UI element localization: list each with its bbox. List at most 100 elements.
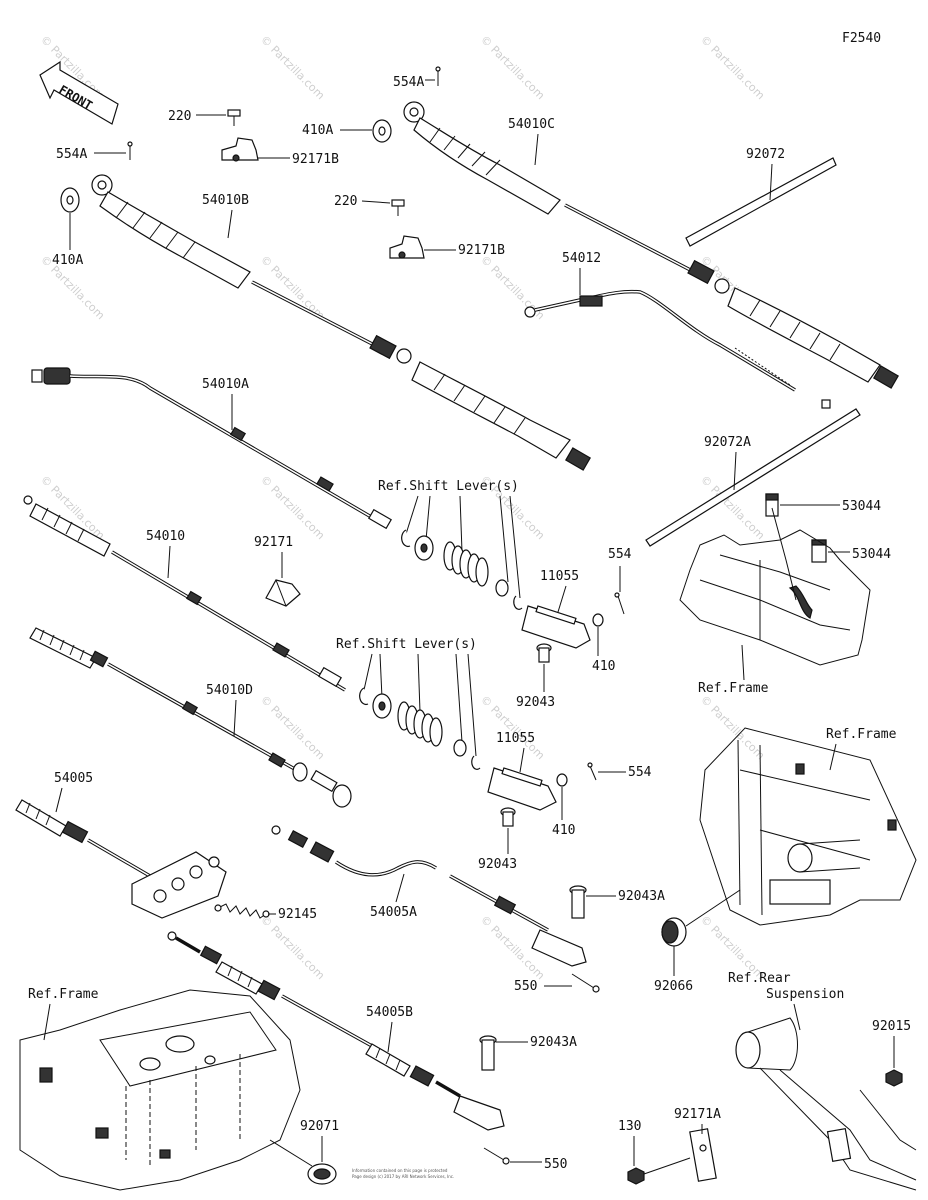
ref-shift-lever-label: Ref.Shift Lever(s) (378, 479, 519, 494)
ref-rear-label-2: Suspension (766, 987, 844, 1002)
cotter-pin-554a-left[interactable] (127, 141, 133, 160)
cap-92066[interactable] (661, 917, 687, 947)
copyright-line-1: Information contained on this page is pr… (352, 1168, 448, 1173)
part-label-53044-a: 53044 (842, 499, 881, 514)
cable-tie-92072[interactable] (685, 157, 837, 247)
washer-410-b[interactable] (556, 773, 568, 787)
watermark: © Partzilla.com (478, 253, 547, 322)
part-label-54010: 54010 (146, 529, 185, 544)
pin-92043-b[interactable] (500, 807, 516, 827)
part-label-54010d: 54010D (206, 683, 253, 698)
part-label-92171b-b: 92171B (458, 243, 505, 258)
shift-lever-kit-2[interactable] (359, 687, 481, 770)
pin-92043a-a[interactable] (569, 885, 587, 919)
ref-shift-lever-label-2: Ref.Shift Lever(s) (336, 637, 477, 652)
watermark: © Partzilla.com (698, 33, 767, 102)
part-label-410: 410 (592, 659, 615, 674)
nut-92015[interactable] (885, 1069, 903, 1087)
part-label-54010a: 54010A (202, 377, 249, 392)
ref-frame-label-2: Ref.Frame (826, 727, 897, 742)
part-label-220: 220 (168, 109, 191, 124)
rear-suspension-arm (735, 1017, 917, 1191)
part-label-92043a-a: 92043A (618, 889, 665, 904)
pin-92043-a[interactable] (536, 643, 552, 663)
bracket-92171a[interactable] (689, 1128, 717, 1182)
clamp-92171[interactable] (265, 579, 301, 607)
cable-tie-92072a[interactable] (645, 408, 861, 547)
clip-53044-a[interactable] (765, 493, 779, 517)
cable-54010d[interactable] (29, 627, 352, 808)
cable-54005b[interactable] (167, 931, 505, 1131)
part-label-11055-b: 11055 (496, 731, 535, 746)
bolt-220-b[interactable] (391, 199, 405, 216)
washer-410a[interactable] (372, 119, 392, 143)
part-label-554: 554 (608, 547, 632, 562)
cable-54010[interactable] (23, 495, 346, 692)
part-label-92145: 92145 (278, 907, 317, 922)
watermark: © Partzilla.com (698, 693, 767, 762)
part-label-92072a: 92072A (704, 435, 751, 450)
pin-92043a-b[interactable] (479, 1035, 497, 1071)
part-label-53044-b: 53044 (852, 547, 891, 562)
part-label-410a: 410A (302, 123, 333, 138)
bolt-220[interactable] (227, 109, 241, 126)
part-label-92043-a: 92043 (516, 695, 555, 710)
cable-54005a[interactable] (271, 825, 587, 967)
spring-92145[interactable] (214, 903, 270, 919)
part-label-92171a: 92171A (674, 1107, 721, 1122)
part-label-130: 130 (618, 1119, 641, 1134)
bolt-130[interactable] (627, 1157, 691, 1185)
pin-550-a[interactable] (571, 973, 600, 993)
clamp-92171b-b[interactable] (389, 235, 425, 259)
watermark: © Partzilla.com (258, 913, 327, 982)
part-label-554-b: 554 (628, 765, 652, 780)
part-label-92171: 92171 (254, 535, 293, 550)
cable-54005[interactable] (15, 799, 227, 919)
watermark: © Partzilla.com (258, 253, 327, 322)
cable-54012[interactable] (524, 289, 831, 409)
cable-54010a[interactable] (31, 367, 392, 530)
part-label-92171b: 92171B (292, 152, 339, 167)
pin-550-b[interactable] (483, 1147, 510, 1165)
part-label-11055-a: 11055 (540, 569, 579, 584)
copyright-line-2: Page design (c) 2017 by ARI Network Serv… (352, 1174, 454, 1179)
frame-section-2 (699, 727, 917, 926)
frame-section-3 (19, 989, 301, 1191)
clip-53044-b[interactable] (811, 539, 827, 563)
cable-54010c[interactable] (403, 101, 899, 389)
part-label-92066: 92066 (654, 979, 693, 994)
lever-11055-b[interactable] (487, 767, 557, 811)
part-label-550-a: 550 (514, 979, 537, 994)
cotter-pin-554-b[interactable] (587, 762, 597, 781)
washer-410a-left[interactable] (60, 187, 80, 213)
part-label-92015: 92015 (872, 1019, 911, 1034)
watermark-layer: © Partzilla.com © Partzilla.com © Partzi… (38, 33, 767, 982)
part-label-92043-b: 92043 (478, 857, 517, 872)
part-label-54010b: 54010B (202, 193, 249, 208)
ref-frame-label-1: Ref.Frame (698, 681, 769, 696)
cotter-pin-554[interactable] (614, 592, 625, 615)
part-label-54012: 54012 (562, 251, 601, 266)
part-label-92072: 92072 (746, 147, 785, 162)
watermark: © Partzilla.com (258, 33, 327, 102)
cotter-pin-554a[interactable] (435, 66, 441, 86)
figure-code: F2540 (842, 31, 881, 46)
lever-11055-a[interactable] (521, 605, 591, 649)
ref-rear-label-1: Ref.Rear (728, 971, 791, 986)
grommet-92071[interactable] (307, 1163, 337, 1185)
cable-54010b[interactable] (91, 174, 591, 471)
part-label-54010c: 54010C (508, 117, 555, 132)
part-label-550-b: 550 (544, 1157, 567, 1172)
clamp-92171b[interactable] (221, 137, 259, 162)
part-label-54005a: 54005A (370, 905, 417, 920)
part-label-410-b: 410 (552, 823, 575, 838)
part-label-92071: 92071 (300, 1119, 339, 1134)
washer-410[interactable] (592, 613, 604, 627)
part-label-92043a-b: 92043A (530, 1035, 577, 1050)
part-label-220-b: 220 (334, 194, 357, 209)
watermark: © Partzilla.com (478, 33, 547, 102)
part-label-54005b: 54005B (366, 1005, 413, 1020)
watermark: © Partzilla.com (258, 693, 327, 762)
shift-lever-kit-1[interactable] (401, 529, 523, 610)
